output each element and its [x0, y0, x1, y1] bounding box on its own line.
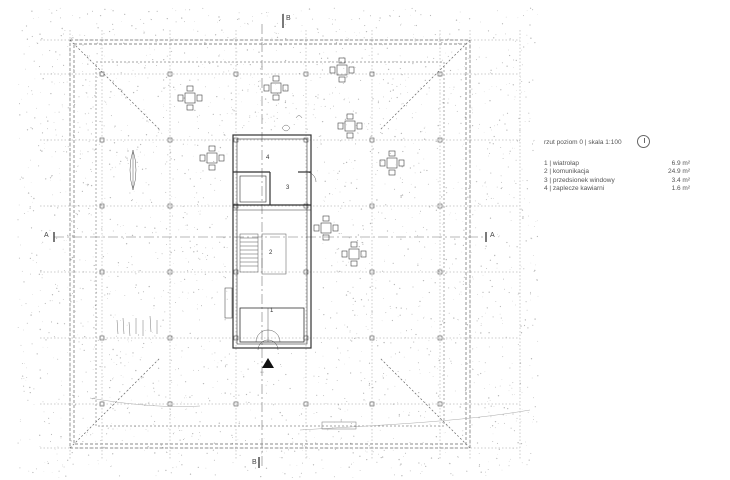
section-label-a-left: A	[44, 232, 49, 239]
room-label: 4 | zaplecze kawiarni	[544, 185, 605, 193]
room-area: 24.9 m²	[667, 168, 690, 176]
roof-outline	[69, 39, 471, 449]
drawing-title: rzut poziom 0 | skala 1:100	[544, 139, 622, 146]
building-core	[224, 134, 317, 351]
section-label-a-right: A	[490, 232, 495, 239]
section-lines	[54, 24, 486, 466]
north-arrow-icon	[637, 135, 650, 148]
column-markers	[99, 71, 443, 407]
room-number-3: 3	[286, 185, 290, 191]
room-list: 1 | wiatrołap 6.9 m² 2 | komunikacja 24.…	[544, 160, 690, 194]
terrain-hatch	[17, 7, 539, 479]
room-label: 1 | wiatrołap	[544, 160, 579, 167]
list-item: 1 | wiatrołap 6.9 m²	[544, 160, 690, 168]
room-area: 6.9 m²	[671, 160, 690, 167]
landscape-elements	[116, 115, 357, 430]
room-number-1: 1	[270, 308, 274, 314]
room-area: 3.4 m²	[671, 176, 690, 184]
entrance-arrow-icon	[262, 358, 274, 368]
list-item: 4 | zaplecze kawiarni 1.6 m²	[544, 185, 690, 193]
room-area: 1.6 m²	[671, 185, 690, 193]
section-label-b-top: B	[286, 15, 291, 22]
room-number-4: 4	[266, 155, 270, 161]
cafe-tables	[177, 57, 405, 267]
section-markers	[53, 14, 487, 468]
structural-grid	[40, 30, 521, 460]
terrain-contours	[89, 397, 531, 431]
list-item: 3 | przedsionek windowy 3.4 m²	[544, 177, 690, 185]
list-item: 2 | komunikacja 24.9 m²	[544, 168, 690, 176]
room-label: 2 | komunikacja	[544, 168, 590, 176]
section-label-b-bottom: B	[252, 459, 257, 466]
room-number-2: 2	[269, 250, 273, 256]
room-label: 3 | przedsionek windowy	[544, 176, 615, 184]
